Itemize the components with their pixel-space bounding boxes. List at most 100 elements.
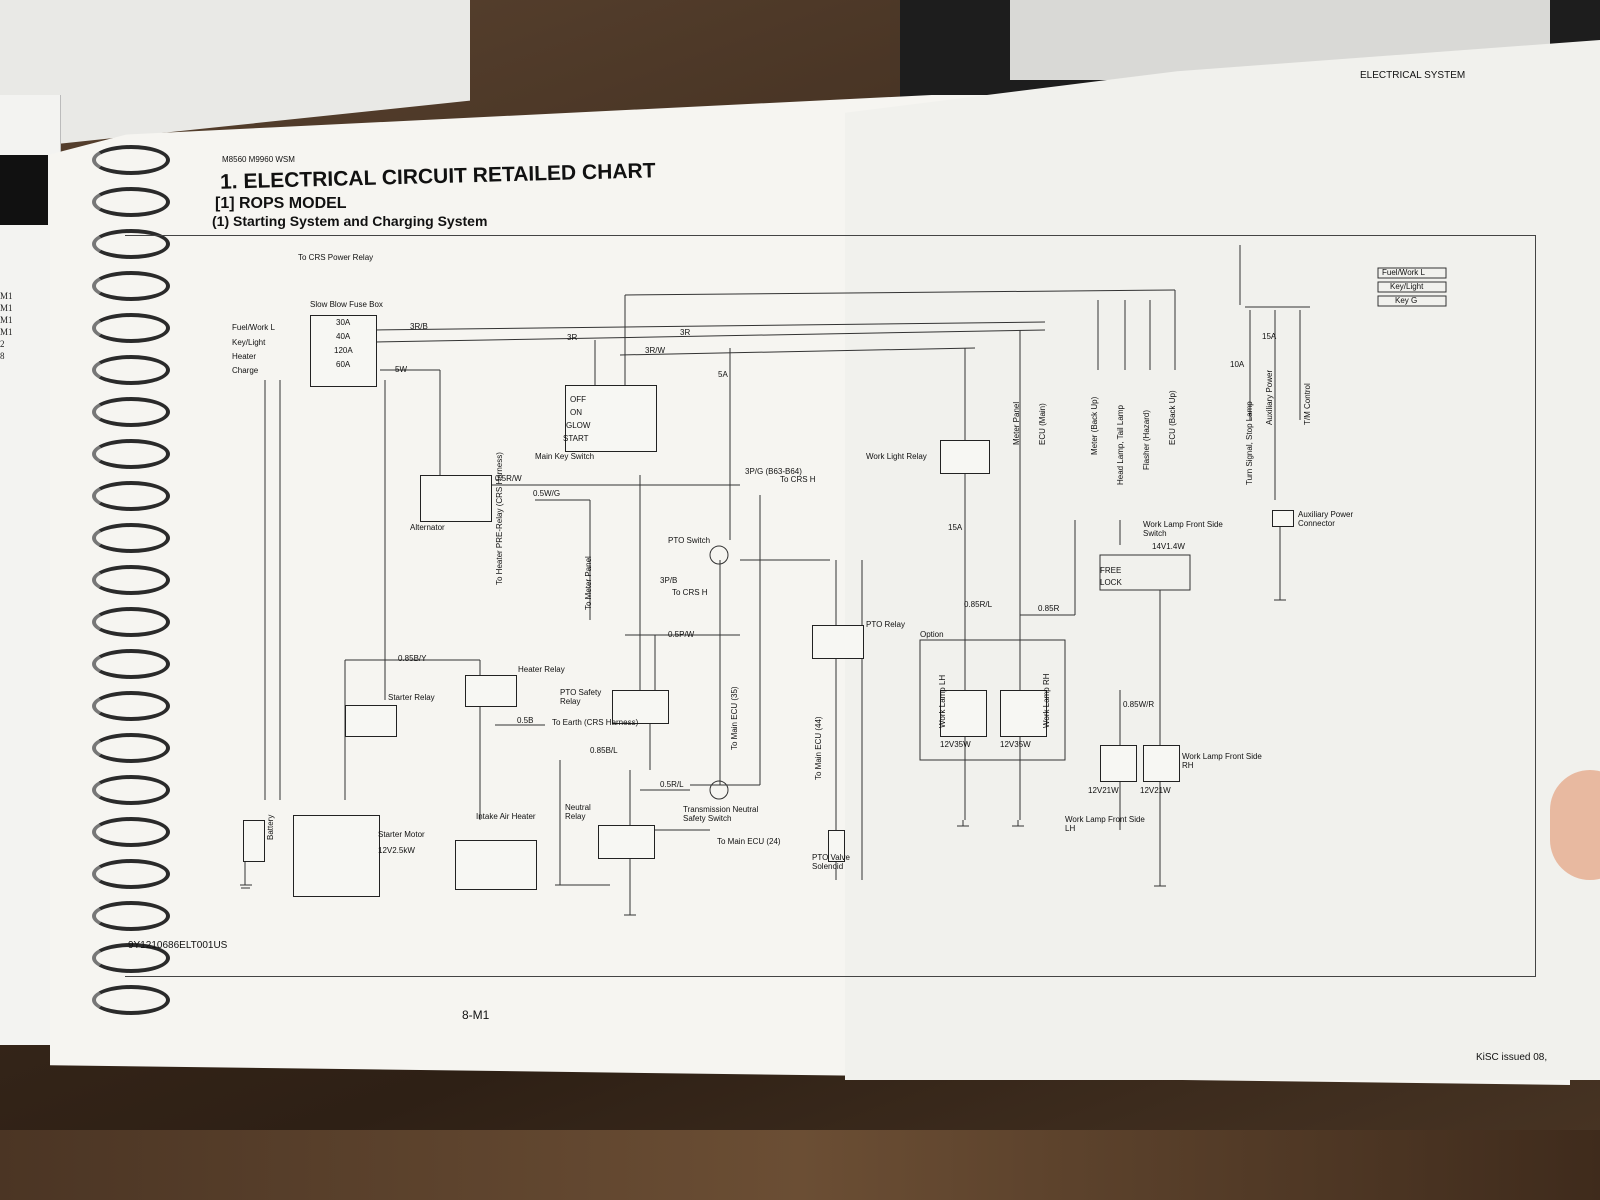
- label-crs-power-relay: To CRS Power Relay: [298, 253, 374, 262]
- work-lamp-lh-box: [940, 690, 987, 737]
- wood-edge: [0, 1130, 1600, 1200]
- label-front-rh: Work Lamp Front Side RH: [1182, 752, 1262, 770]
- label-starter-motor: Starter Motor: [378, 830, 425, 839]
- legend-item: Fuel/Work L: [1382, 268, 1425, 277]
- work-lamp-rh-box: [1000, 690, 1047, 737]
- label-work-lamp-rh: Work Lamp RH: [1042, 673, 1051, 728]
- label-front-lh: Work Lamp Front Side LH: [1065, 815, 1145, 833]
- label-head-lamp: Head Lamp, Tail Lamp: [1116, 405, 1125, 485]
- key-position: OFF: [570, 395, 586, 404]
- wire-label: 0.85R/L: [964, 600, 993, 609]
- wire-label: 0.85B/L: [590, 746, 618, 755]
- wire-label: 15A: [948, 523, 963, 532]
- label-fuse: Charge: [232, 366, 259, 375]
- legend-item: Key/Light: [1390, 282, 1424, 291]
- label-fuse-box: Slow Blow Fuse Box: [310, 300, 383, 309]
- left-page-labels: M1 M1 M1 M1 2 8: [0, 290, 13, 362]
- wire-label: 3R: [567, 333, 578, 342]
- wire-label: 3R/W: [645, 346, 665, 355]
- label-lamp-spec-lh: 12V35W: [940, 740, 971, 749]
- wire-label: 0.5R/W: [495, 474, 522, 483]
- finger: [1550, 770, 1600, 880]
- model-line: M8560 M9960 WSM: [222, 155, 295, 164]
- alternator-box: [420, 475, 492, 522]
- label-switch-spec: 14V1.4W: [1152, 542, 1185, 551]
- label-to-earth: To Earth (CRS Harness): [552, 718, 639, 727]
- label-tm-control: T/M Control: [1303, 383, 1312, 425]
- label-fuse: Fuel/Work L: [232, 323, 275, 332]
- left-label: M1: [0, 291, 13, 301]
- label-ecu-main: ECU (Main): [1038, 403, 1047, 445]
- wire-label: 0.85B/Y: [398, 654, 427, 663]
- wire-label: 0.5R/L: [660, 780, 684, 789]
- page-number: 8-M1: [462, 1008, 490, 1022]
- fuse-rating: 120A: [334, 346, 353, 355]
- pto-relay-box: [812, 625, 864, 659]
- slow-blow-fuse-box: [310, 315, 377, 387]
- label-free: FREE: [1100, 566, 1122, 575]
- left-label: 2: [0, 339, 5, 349]
- pto-safety-relay-box: [612, 690, 669, 724]
- manual-page-right: [845, 40, 1600, 1080]
- intake-air-heater-box: [455, 840, 537, 890]
- key-position: GLOW: [566, 421, 591, 430]
- label-main-key-switch: Main Key Switch: [535, 452, 595, 461]
- label-to-heater-relay: To Heater PRE-Relay (CRS Harness): [495, 452, 504, 585]
- wire-label: 0.85W/R: [1123, 700, 1155, 709]
- starter-relay-box: [345, 705, 397, 737]
- label-lamp-spec-rh: 12V35W: [1000, 740, 1031, 749]
- label-aux-power: Auxiliary Power: [1265, 369, 1274, 425]
- key-position: START: [563, 434, 589, 443]
- label-pto-switch: PTO Switch: [668, 536, 711, 545]
- work-lamp-front-lh-box: [1100, 745, 1137, 782]
- heater-relay-box: [465, 675, 517, 707]
- battery-box: [243, 820, 265, 862]
- work-lamp-front-rh-box: [1143, 745, 1180, 782]
- wire-label: 5A: [718, 370, 728, 379]
- fuse-rating: 40A: [336, 332, 351, 341]
- label-fuse: Heater: [232, 352, 257, 361]
- work-light-relay-box: [940, 440, 990, 474]
- left-label: M1: [0, 315, 13, 325]
- subsubsection-title: (1) Starting System and Charging System: [212, 213, 488, 229]
- spiral-binding: [92, 145, 192, 1035]
- label-to-main-ecu-24: To Main ECU (24): [717, 837, 781, 846]
- wire-label: 3R/B: [410, 322, 428, 331]
- aux-power-connector-box: [1272, 510, 1294, 527]
- fuse-rating: 30A: [336, 318, 351, 327]
- fuse-rating: 60A: [336, 360, 351, 369]
- label-trans-neutral: Transmission Neutral Safety Switch: [683, 805, 759, 823]
- right-header: ELECTRICAL SYSTEM: [1360, 70, 1466, 81]
- main-key-switch-grid: [565, 385, 657, 452]
- legend-item: Key G: [1395, 296, 1418, 305]
- wire-label: 0.5B: [517, 716, 534, 725]
- label-intake-heater: Intake Air Heater: [476, 812, 536, 821]
- label-to-crs-h: To CRS H: [672, 588, 708, 597]
- label-to-main-ecu-44: To Main ECU (44): [814, 716, 823, 780]
- subsection-title: [1] ROPS MODEL: [215, 195, 347, 212]
- wire-label: 15A: [1262, 332, 1277, 341]
- label-lamp-spec-21-rh: 12V21W: [1140, 786, 1171, 795]
- pto-valve-solenoid-box: [828, 830, 845, 862]
- wire-label: 10A: [1230, 360, 1245, 369]
- left-label: 8: [0, 351, 5, 361]
- starter-motor-box: [293, 815, 380, 897]
- label-to-crs-h-2: To CRS H: [780, 475, 816, 484]
- label-to-main-ecu-35: To Main ECU (35): [730, 686, 739, 750]
- label-option: Option: [920, 630, 944, 639]
- label-pto-valve: PTO Valve Solenoid: [812, 853, 850, 871]
- left-label: M1: [0, 327, 13, 337]
- label-lock: LOCK: [1100, 578, 1122, 587]
- issued-note: KiSC issued 08,: [1476, 1052, 1548, 1063]
- label-heater-relay: Heater Relay: [518, 665, 565, 674]
- neutral-relay-box: [598, 825, 655, 859]
- label-pto-relay: PTO Relay: [866, 620, 905, 629]
- label-battery: Battery: [266, 814, 275, 840]
- label-to-meter-panel: To Meter Panel: [584, 556, 593, 610]
- label-work-lamp-switch: Work Lamp Front Side Switch: [1143, 520, 1223, 538]
- wire-label: 0.5P/W: [668, 630, 695, 639]
- diagram-frame: [125, 235, 1536, 977]
- label-ecu-backup: ECU (Back Up): [1168, 390, 1177, 445]
- label-starter-spec: 12V2.5kW: [378, 846, 415, 855]
